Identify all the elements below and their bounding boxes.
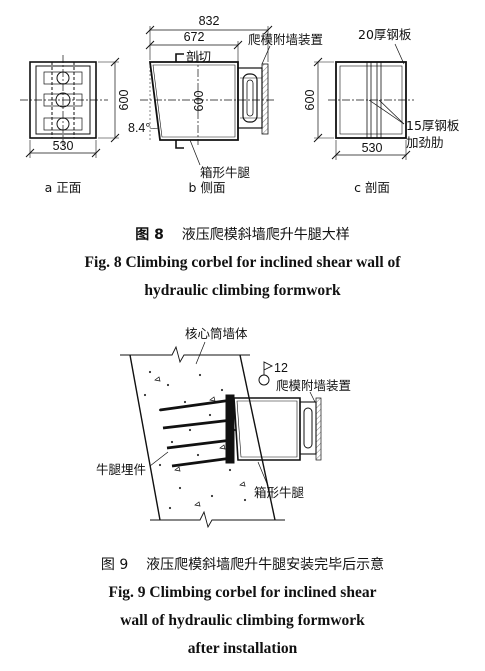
plate15-label: 15厚钢板 (406, 118, 460, 133)
fig9-caption-text: 液压爬模斜墙爬升牛腿安装完毕后示意 (146, 557, 385, 573)
fig8-side-view (140, 25, 275, 166)
fig8-caption-en-line2: hydraulic climbing formwork (144, 282, 341, 299)
climbing-device-label-9: 爬模附墙装置 (276, 378, 351, 393)
fig8-caption-text: 液压爬模斜墙爬升牛腿大样 (181, 227, 350, 243)
fig9-caption-num: 图 9 (100, 557, 129, 573)
dim-530-a: 530 (53, 139, 74, 153)
view-label-b: b 侧面 (189, 180, 226, 195)
fig8-section-view (313, 43, 414, 160)
fig9-caption-en-line3: after installation (187, 640, 298, 657)
dim-600-b: 600 (192, 91, 206, 112)
angle-label: 8.4° (128, 121, 150, 135)
fig8-caption-num: 图 8 (135, 227, 164, 243)
dim-530-c: 530 (362, 141, 383, 155)
dim-600-a: 600 (117, 90, 131, 111)
view-label-a: a 正面 (45, 180, 82, 195)
fig9-drawing (120, 341, 322, 529)
fig9-caption-cn: 图 9 液压爬模斜墙爬升牛腿安装完毕后示意 (0, 554, 485, 574)
box-corbel-label-9: 箱形牛腿 (254, 485, 305, 500)
dim-672: 672 (184, 30, 205, 44)
core-wall-label: 核心筒墙体 (185, 326, 248, 341)
stiffener-label: 加劲肋 (406, 135, 444, 150)
dim-832: 832 (199, 14, 220, 28)
fig8-caption-cn: 图 8 液压爬模斜墙爬升牛腿大样 (0, 224, 485, 244)
dim-600-c: 600 (303, 90, 317, 111)
fig8-caption-en-line1: Fig. 8 Climbing corbel for inclined shea… (84, 254, 401, 271)
embedded-part-label: 牛腿埋件 (96, 462, 146, 477)
plate20-label: 20厚钢板 (358, 27, 412, 42)
climbing-device-label-8: 爬模附墙装置 (248, 32, 323, 47)
fig8-front-view (20, 55, 120, 158)
section-number-12: 12 (274, 361, 288, 375)
section-cut-label: 剖切 (186, 49, 211, 64)
fig9-caption-en-line2: wall of hydraulic climbing formwork (120, 612, 365, 629)
fig9-caption-en-line1: Fig. 9 Climbing corbel for inclined shea… (108, 584, 377, 601)
view-label-c: c 剖面 (354, 180, 390, 195)
box-corbel-label-8: 箱形牛腿 (200, 165, 251, 180)
